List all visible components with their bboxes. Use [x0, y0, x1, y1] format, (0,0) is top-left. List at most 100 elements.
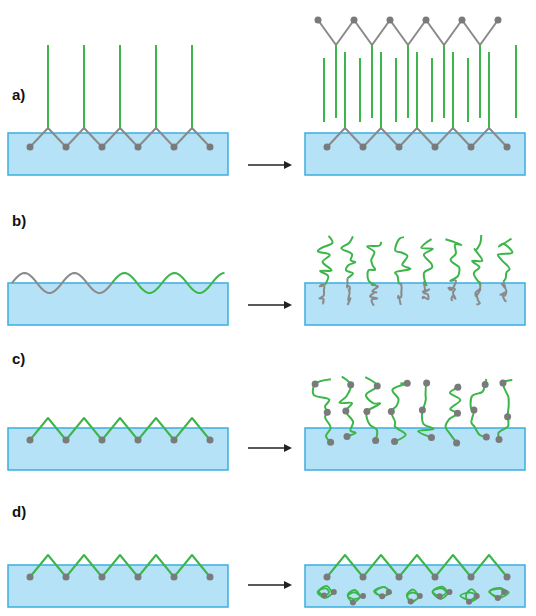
process-arrow: [248, 304, 286, 306]
anchor-dot: [501, 589, 507, 595]
polymer-chain: [367, 242, 381, 285]
polymer-chain: [471, 379, 487, 437]
chain-segment: [37, 283, 62, 293]
anchor-dot: [363, 408, 370, 415]
anchor-dot: [342, 408, 349, 415]
anchor-dot: [327, 439, 334, 446]
anchor-dot: [312, 380, 319, 387]
polymer-chain: [313, 379, 331, 442]
anchor-dot: [379, 593, 385, 599]
polymer-chain: [421, 239, 433, 286]
polymer-chain: [341, 236, 355, 278]
anchor-dot: [453, 439, 460, 446]
chain-segment: [371, 45, 373, 118]
anchor-dot: [423, 17, 430, 24]
chain-segment: [191, 45, 193, 128]
panel-label: c): [12, 350, 25, 367]
process-arrow: [248, 584, 286, 586]
polymer-chain: [319, 284, 325, 303]
anchor-dot: [504, 574, 511, 581]
polymer-chain: [339, 377, 355, 437]
anchor-dot: [324, 409, 331, 416]
anchor-dot: [350, 599, 356, 605]
polymer-chain: [472, 235, 482, 285]
anchor-dot: [387, 17, 394, 24]
anchor-dot: [482, 381, 489, 388]
anchor-dot: [499, 379, 506, 386]
anchor-dot: [408, 598, 414, 604]
substrate: [8, 565, 228, 607]
substrate: [305, 565, 525, 607]
anchor-dot: [446, 589, 452, 595]
chain-segment: [83, 45, 85, 128]
chain-segment: [30, 128, 210, 147]
substrate: [8, 428, 228, 470]
chain-segment: [443, 45, 445, 118]
chain-segment: [30, 418, 210, 440]
polymer-chain: [498, 239, 513, 282]
chain-segment: [431, 58, 433, 122]
chain-segment: [488, 52, 490, 128]
anchor-dot: [63, 574, 70, 581]
anchor-dot: [27, 574, 34, 581]
chain-segment: [62, 273, 87, 283]
polymer-chain: [446, 384, 461, 443]
chain-segment: [416, 52, 418, 128]
anchor-dot: [391, 438, 398, 445]
anchor-dot: [99, 574, 106, 581]
chain-segment: [479, 45, 481, 118]
chain-segment: [395, 58, 397, 122]
substrate: [305, 133, 525, 175]
anchor-dot: [27, 144, 34, 151]
anchor-dot: [135, 144, 142, 151]
chain-segment: [155, 45, 157, 128]
chain-segment: [30, 555, 210, 577]
anchor-dot: [207, 437, 214, 444]
anchor-dot: [207, 144, 214, 151]
anchor-dot: [388, 408, 395, 415]
anchor-dot: [347, 381, 354, 388]
anchor-dot: [321, 592, 327, 598]
panel-label: b): [12, 212, 26, 229]
chain-segment: [12, 273, 37, 283]
arrow-head: [284, 581, 292, 589]
anchor-dot: [474, 593, 480, 599]
anchor-dot: [396, 144, 403, 151]
substrate: [8, 133, 228, 175]
anchor-dot: [495, 17, 502, 24]
chain-segment: [318, 20, 498, 45]
anchor-dot: [504, 144, 511, 151]
anchor-dot: [459, 17, 466, 24]
anchor-dot: [504, 413, 511, 420]
anchor-dot: [428, 434, 435, 441]
chain-segment: [162, 273, 187, 283]
polymer-chain: [445, 239, 461, 281]
anchor-dot: [496, 436, 503, 443]
anchor-dot: [404, 380, 411, 387]
anchor-dot: [360, 574, 367, 581]
anchor-dot: [396, 574, 403, 581]
polymer-chain: [498, 380, 512, 439]
anchor-dot: [454, 410, 461, 417]
polymer-chain: [395, 237, 410, 283]
substrate: [305, 428, 525, 470]
anchor-dot: [432, 144, 439, 151]
panel-label: a): [12, 86, 25, 103]
anchor-dot: [63, 144, 70, 151]
polymer-chain: [475, 282, 480, 305]
panel-label: d): [12, 503, 26, 520]
anchor-dot: [331, 589, 337, 595]
polymer-chain: [347, 278, 351, 305]
arrow-head: [284, 301, 292, 309]
anchor-dot: [470, 406, 477, 413]
anchor-dot: [386, 589, 392, 595]
chain-segment: [212, 273, 225, 283]
anchor-dot: [432, 574, 439, 581]
anchor-dot: [63, 437, 70, 444]
arrow-head: [284, 444, 292, 452]
polymer-chain: [418, 383, 433, 438]
anchor-dot: [324, 574, 331, 581]
anchor-dot: [27, 437, 34, 444]
anchor-dot: [360, 144, 367, 151]
